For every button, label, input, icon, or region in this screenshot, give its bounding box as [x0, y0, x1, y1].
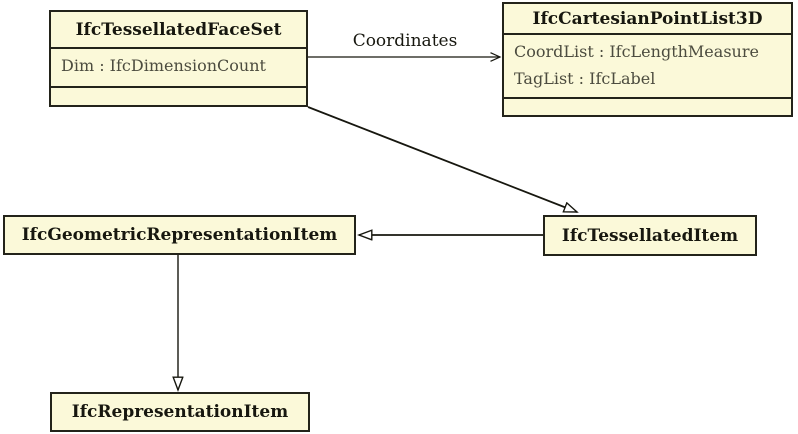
- class-title: IfcTessellatedItem: [561, 225, 739, 246]
- class-title: IfcTessellatedFaceSet: [75, 19, 282, 40]
- class-node-ifcgeometricrepresentationitem[interactable]: IfcGeometricRepresentationItem: [3, 215, 356, 255]
- class-operations-empty: [504, 97, 791, 99]
- class-title: IfcRepresentationItem: [71, 402, 289, 422]
- attribute: CoordList : IfcLengthMeasure: [514, 42, 759, 61]
- class-attributes: CoordList : IfcLengthMeasure TagList : I…: [504, 33, 791, 97]
- class-node-ifctessellatedfaceset[interactable]: IfcTessellatedFaceSet Dim : IfcDimension…: [49, 10, 308, 107]
- attribute: Dim : IfcDimensionCount: [61, 56, 266, 75]
- class-operations-empty: [51, 86, 306, 88]
- class-attributes: Dim : IfcDimensionCount: [51, 47, 306, 86]
- class-node-ifctessellateditem[interactable]: IfcTessellatedItem: [543, 215, 757, 256]
- edge-label-coordinates: Coordinates: [352, 31, 458, 51]
- class-title: IfcCartesianPointList3D: [532, 8, 763, 29]
- class-title: IfcGeometricRepresentationItem: [21, 225, 338, 245]
- class-node-ifcrepresentationitem[interactable]: IfcRepresentationItem: [50, 392, 310, 432]
- edge-faceset-to-tessellateditem-inheritance: [307, 106, 577, 213]
- class-node-ifccartesianpointlist3d[interactable]: IfcCartesianPointList3D CoordList : IfcL…: [502, 2, 793, 117]
- attribute: TagList : IfcLabel: [514, 69, 656, 88]
